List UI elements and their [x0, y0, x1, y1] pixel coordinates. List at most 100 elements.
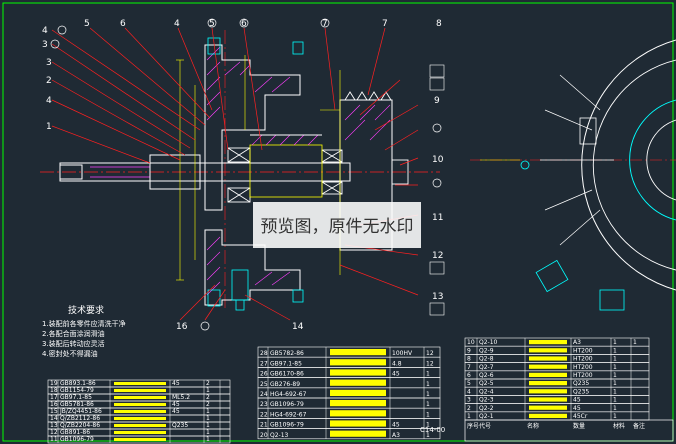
- bom-cell: 1: [613, 347, 617, 354]
- callout-label: 12: [432, 251, 443, 261]
- callout-label: 1: [46, 122, 52, 132]
- bom-cell: Q2-10: [479, 339, 498, 346]
- callout-label: 2: [46, 76, 52, 86]
- bom-cell: GB1096-79: [270, 401, 304, 408]
- bom-cell: 45: [573, 397, 581, 404]
- callout-label: 8: [436, 19, 442, 29]
- callout-label: 4: [42, 26, 48, 36]
- bom-cell: 11: [50, 436, 58, 443]
- shaft-end: [59, 164, 83, 180]
- title-block: C14-00: [420, 419, 674, 442]
- bearing-left: [227, 147, 251, 203]
- highlight-bar: [529, 397, 567, 402]
- callout-label: 7: [322, 19, 328, 29]
- bom-cell: 2: [206, 401, 210, 408]
- bom-cell: 6: [467, 372, 471, 379]
- bom-cell: Q2-13: [270, 432, 289, 439]
- bom-cell: 45: [392, 371, 400, 378]
- bom-cell: 45: [392, 422, 400, 429]
- bom-cell: 13: [50, 422, 58, 429]
- watermark-text: 预览图，原件无水印: [261, 217, 414, 237]
- bom-cell: 1: [613, 413, 617, 420]
- bom-cell: ML5.2: [172, 394, 190, 401]
- highlight-bar: [330, 369, 386, 376]
- bom-cell: HT200: [573, 356, 593, 363]
- side-ribs: [540, 74, 614, 246]
- bom-cell: 45: [573, 405, 581, 412]
- highlight-bar: [330, 410, 386, 417]
- highlight-bar: [114, 438, 166, 441]
- bom-cell: HT200: [573, 372, 593, 379]
- highlight-bar: [529, 413, 567, 418]
- bom-cell: GB276-89: [270, 381, 300, 388]
- bom-cell: 15: [50, 408, 58, 415]
- tech-line: 2.各配合面涂润滑油: [42, 329, 105, 338]
- bom-cell: 1: [613, 380, 617, 387]
- drawing-code: C14-00: [420, 426, 445, 434]
- bom-cell: 12: [50, 429, 58, 436]
- bom-cell: 4: [467, 388, 471, 395]
- highlight-bar: [114, 431, 166, 434]
- bom-cell: 7: [467, 364, 471, 371]
- bom-cell: 1: [633, 339, 637, 346]
- bom-cell: A3: [573, 339, 581, 346]
- callout-label: 14: [292, 322, 304, 332]
- bom-cell: 1: [467, 413, 471, 420]
- highlight-bar: [529, 389, 567, 394]
- bom-cell: 45: [172, 408, 180, 415]
- bom-cell: 45: [172, 380, 180, 387]
- callout-label: 13: [432, 292, 443, 302]
- bom-cell: GB5781-86: [60, 401, 94, 408]
- bom-cell: 1: [613, 405, 617, 412]
- callout-label: 4: [46, 96, 52, 106]
- bom-cell: Q2-7: [479, 364, 494, 371]
- callout-label: 10: [432, 155, 444, 165]
- tech-line: 4.密封处不得漏油: [42, 349, 98, 358]
- bom-cell: 1: [426, 371, 430, 378]
- bom-cell: 25: [260, 381, 268, 388]
- bom-cell: GB1154-79: [60, 387, 94, 394]
- highlight-bar: [114, 410, 166, 413]
- bom-cell: 17: [50, 394, 58, 401]
- leader-lines: [51, 27, 419, 321]
- bom-cell: 1: [426, 422, 430, 429]
- bom-cell: Q2-4: [479, 388, 494, 395]
- highlight-bar: [114, 417, 166, 420]
- bom-cell: 9: [467, 347, 471, 354]
- highlight-bar: [529, 348, 567, 353]
- bom-cell: Q235: [172, 422, 188, 429]
- section-view: [40, 30, 440, 311]
- highlight-bar: [114, 382, 166, 385]
- sleeve: [149, 154, 201, 190]
- callout-label: 3: [42, 40, 48, 50]
- bom-cell: 2: [206, 394, 210, 401]
- bom-cell: 1: [613, 397, 617, 404]
- bom-cell: 19: [50, 380, 58, 387]
- tech-line: 1.装配前各零件应清洗干净: [42, 319, 126, 328]
- bom-cell: 22: [260, 411, 268, 418]
- bom-cell: 1: [206, 408, 210, 415]
- bom-cell: HG4-692-67: [270, 411, 307, 418]
- callout-label: 16: [176, 322, 188, 332]
- watermark: 预览图，原件无水印: [253, 202, 421, 248]
- bom-cell: HG4-692-67: [270, 391, 307, 398]
- bom-cell: Q2-8: [479, 356, 494, 363]
- bom-cell: 1: [613, 356, 617, 363]
- bom-cell: 45: [172, 401, 180, 408]
- bom-cell: 26: [260, 371, 268, 378]
- highlight-bar: [529, 381, 567, 386]
- side-inner-ring: [629, 99, 676, 221]
- callouts-right: 7 7 8 9 10 11 12 13 16 14: [176, 18, 445, 332]
- highlight-bar: [529, 405, 567, 410]
- bom-cell: 1: [426, 432, 430, 439]
- bom-cell: GB891-86: [60, 429, 90, 436]
- tech-requirements: 技术要求 1.装配前各零件应清洗干净 2.各配合面涂润滑油 3.装配后转动应灵活…: [42, 304, 126, 358]
- callout-label: 5: [209, 19, 215, 29]
- bom-cell: Q235: [573, 388, 589, 395]
- highlight-bar: [529, 364, 567, 369]
- callout-label: 4: [174, 19, 180, 29]
- bom-cell: JB/ZQ4451-86: [59, 408, 102, 415]
